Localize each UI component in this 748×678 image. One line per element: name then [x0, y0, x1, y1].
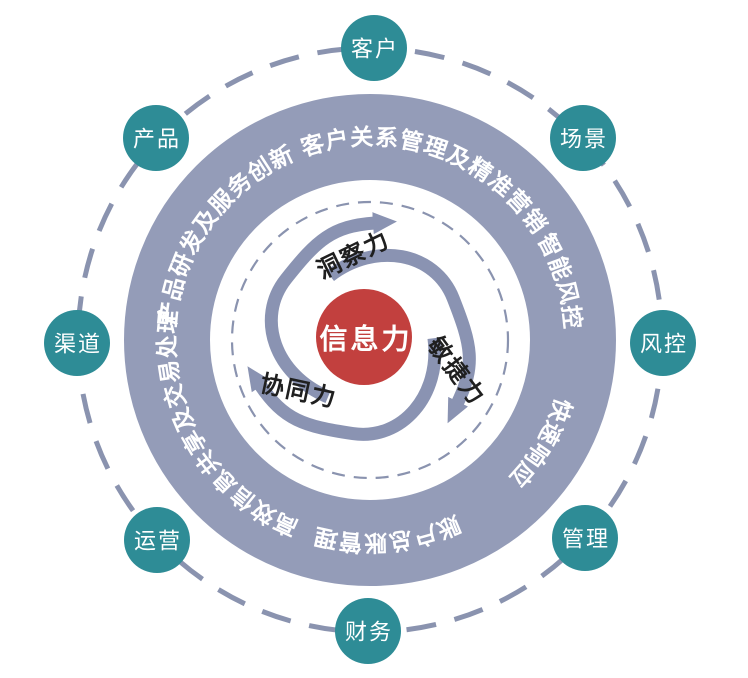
node-label: 渠道 — [54, 332, 102, 357]
node-label: 运营 — [134, 529, 182, 554]
node-product: 产品 — [123, 105, 189, 171]
node-finance: 财务 — [335, 598, 401, 664]
node-circle — [44, 310, 110, 376]
node-circle — [630, 310, 696, 376]
node-label: 客户 — [351, 37, 399, 62]
node-risk-control: 风控 — [630, 310, 696, 376]
node-label: 产品 — [133, 127, 181, 152]
node-label: 场景 — [560, 127, 608, 152]
node-circle — [550, 105, 616, 171]
node-label: 财务 — [345, 620, 393, 645]
node-customer: 客户 — [341, 15, 407, 81]
node-circle — [552, 505, 618, 571]
node-circle — [335, 598, 401, 664]
node-label: 风控 — [640, 332, 688, 357]
node-operations: 运营 — [124, 507, 190, 573]
node-circle — [341, 15, 407, 81]
node-scenario: 场景 — [550, 105, 616, 171]
swirl-arrow-top-icon — [264, 212, 397, 404]
capability-ring — [124, 94, 616, 586]
center-label: 信息力 — [319, 323, 412, 355]
swirl-arrow-right-icon — [326, 248, 476, 424]
node-management: 管理 — [552, 505, 618, 571]
node-label: 管理 — [562, 527, 610, 552]
node-channel: 渠道 — [44, 310, 110, 376]
center-circle — [316, 289, 412, 385]
inner-dashed-circle — [230, 200, 510, 480]
node-circle — [123, 105, 189, 171]
outer-nodes: 客户 场景 风控 管理 财务 运营 — [44, 15, 696, 664]
node-circle — [124, 507, 190, 573]
swirl-arrows — [247, 212, 476, 441]
swirl-arrow-left-icon — [247, 337, 442, 441]
